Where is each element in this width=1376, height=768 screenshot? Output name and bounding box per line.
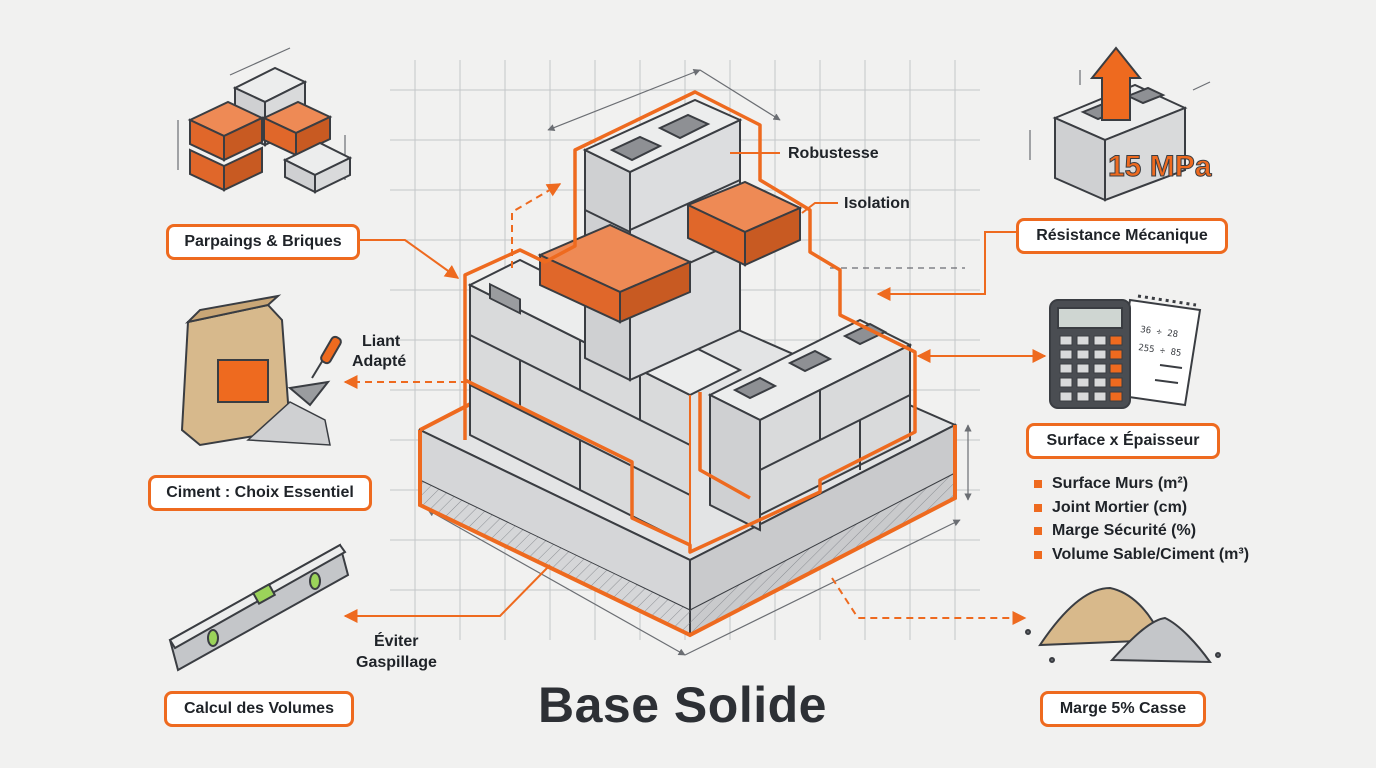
calculator-notepad-icon [1049,294,1202,409]
liant-label-line-2: Adapté [352,353,407,370]
eviter-label-line-1: Éviter [374,633,419,650]
ciment-label: Ciment : Choix Essentiel [148,475,372,511]
connector-arrows [343,152,1047,625]
bricks-stack-icon [177,47,353,194]
marge-label: Marge 5% Casse [1040,691,1206,727]
checklist-item: Marge Sécurité (%) [1032,519,1249,543]
robustesse-label: Robustesse [788,145,879,162]
spirit-level-icon [168,543,350,672]
block-strength-icon [1029,46,1211,202]
checklist-item: Joint Mortier (cm) [1032,496,1249,520]
page-title: Base Solide [538,677,827,733]
right-block-wall [707,318,913,532]
resistance-label: Résistance Mécanique [1016,218,1228,254]
structure-outlines [463,90,917,554]
liant-label-line-1: Liant [362,333,401,350]
mpa-label: 15 MPa [1108,150,1212,183]
checklist-item: Volume Sable/Ciment (m³) [1032,543,1249,567]
volumes-label: Calcul des Volumes [164,691,354,727]
cement-bag-trowel-icon [180,294,342,447]
dimension-lines [427,69,972,656]
surface-label: Surface x Épaisseur [1026,423,1220,459]
parpaings-briques-label: Parpaings & Briques [166,224,360,260]
isolation-label: Isolation [844,195,910,212]
eviter-label-line-2: Gaspillage [356,654,437,671]
checklist-item: Surface Murs (m²) [1032,472,1249,496]
orange-bricks [537,180,803,324]
sand-piles-icon [1025,586,1221,664]
checklist: Surface Murs (m²) Joint Mortier (cm) Mar… [1032,472,1249,566]
